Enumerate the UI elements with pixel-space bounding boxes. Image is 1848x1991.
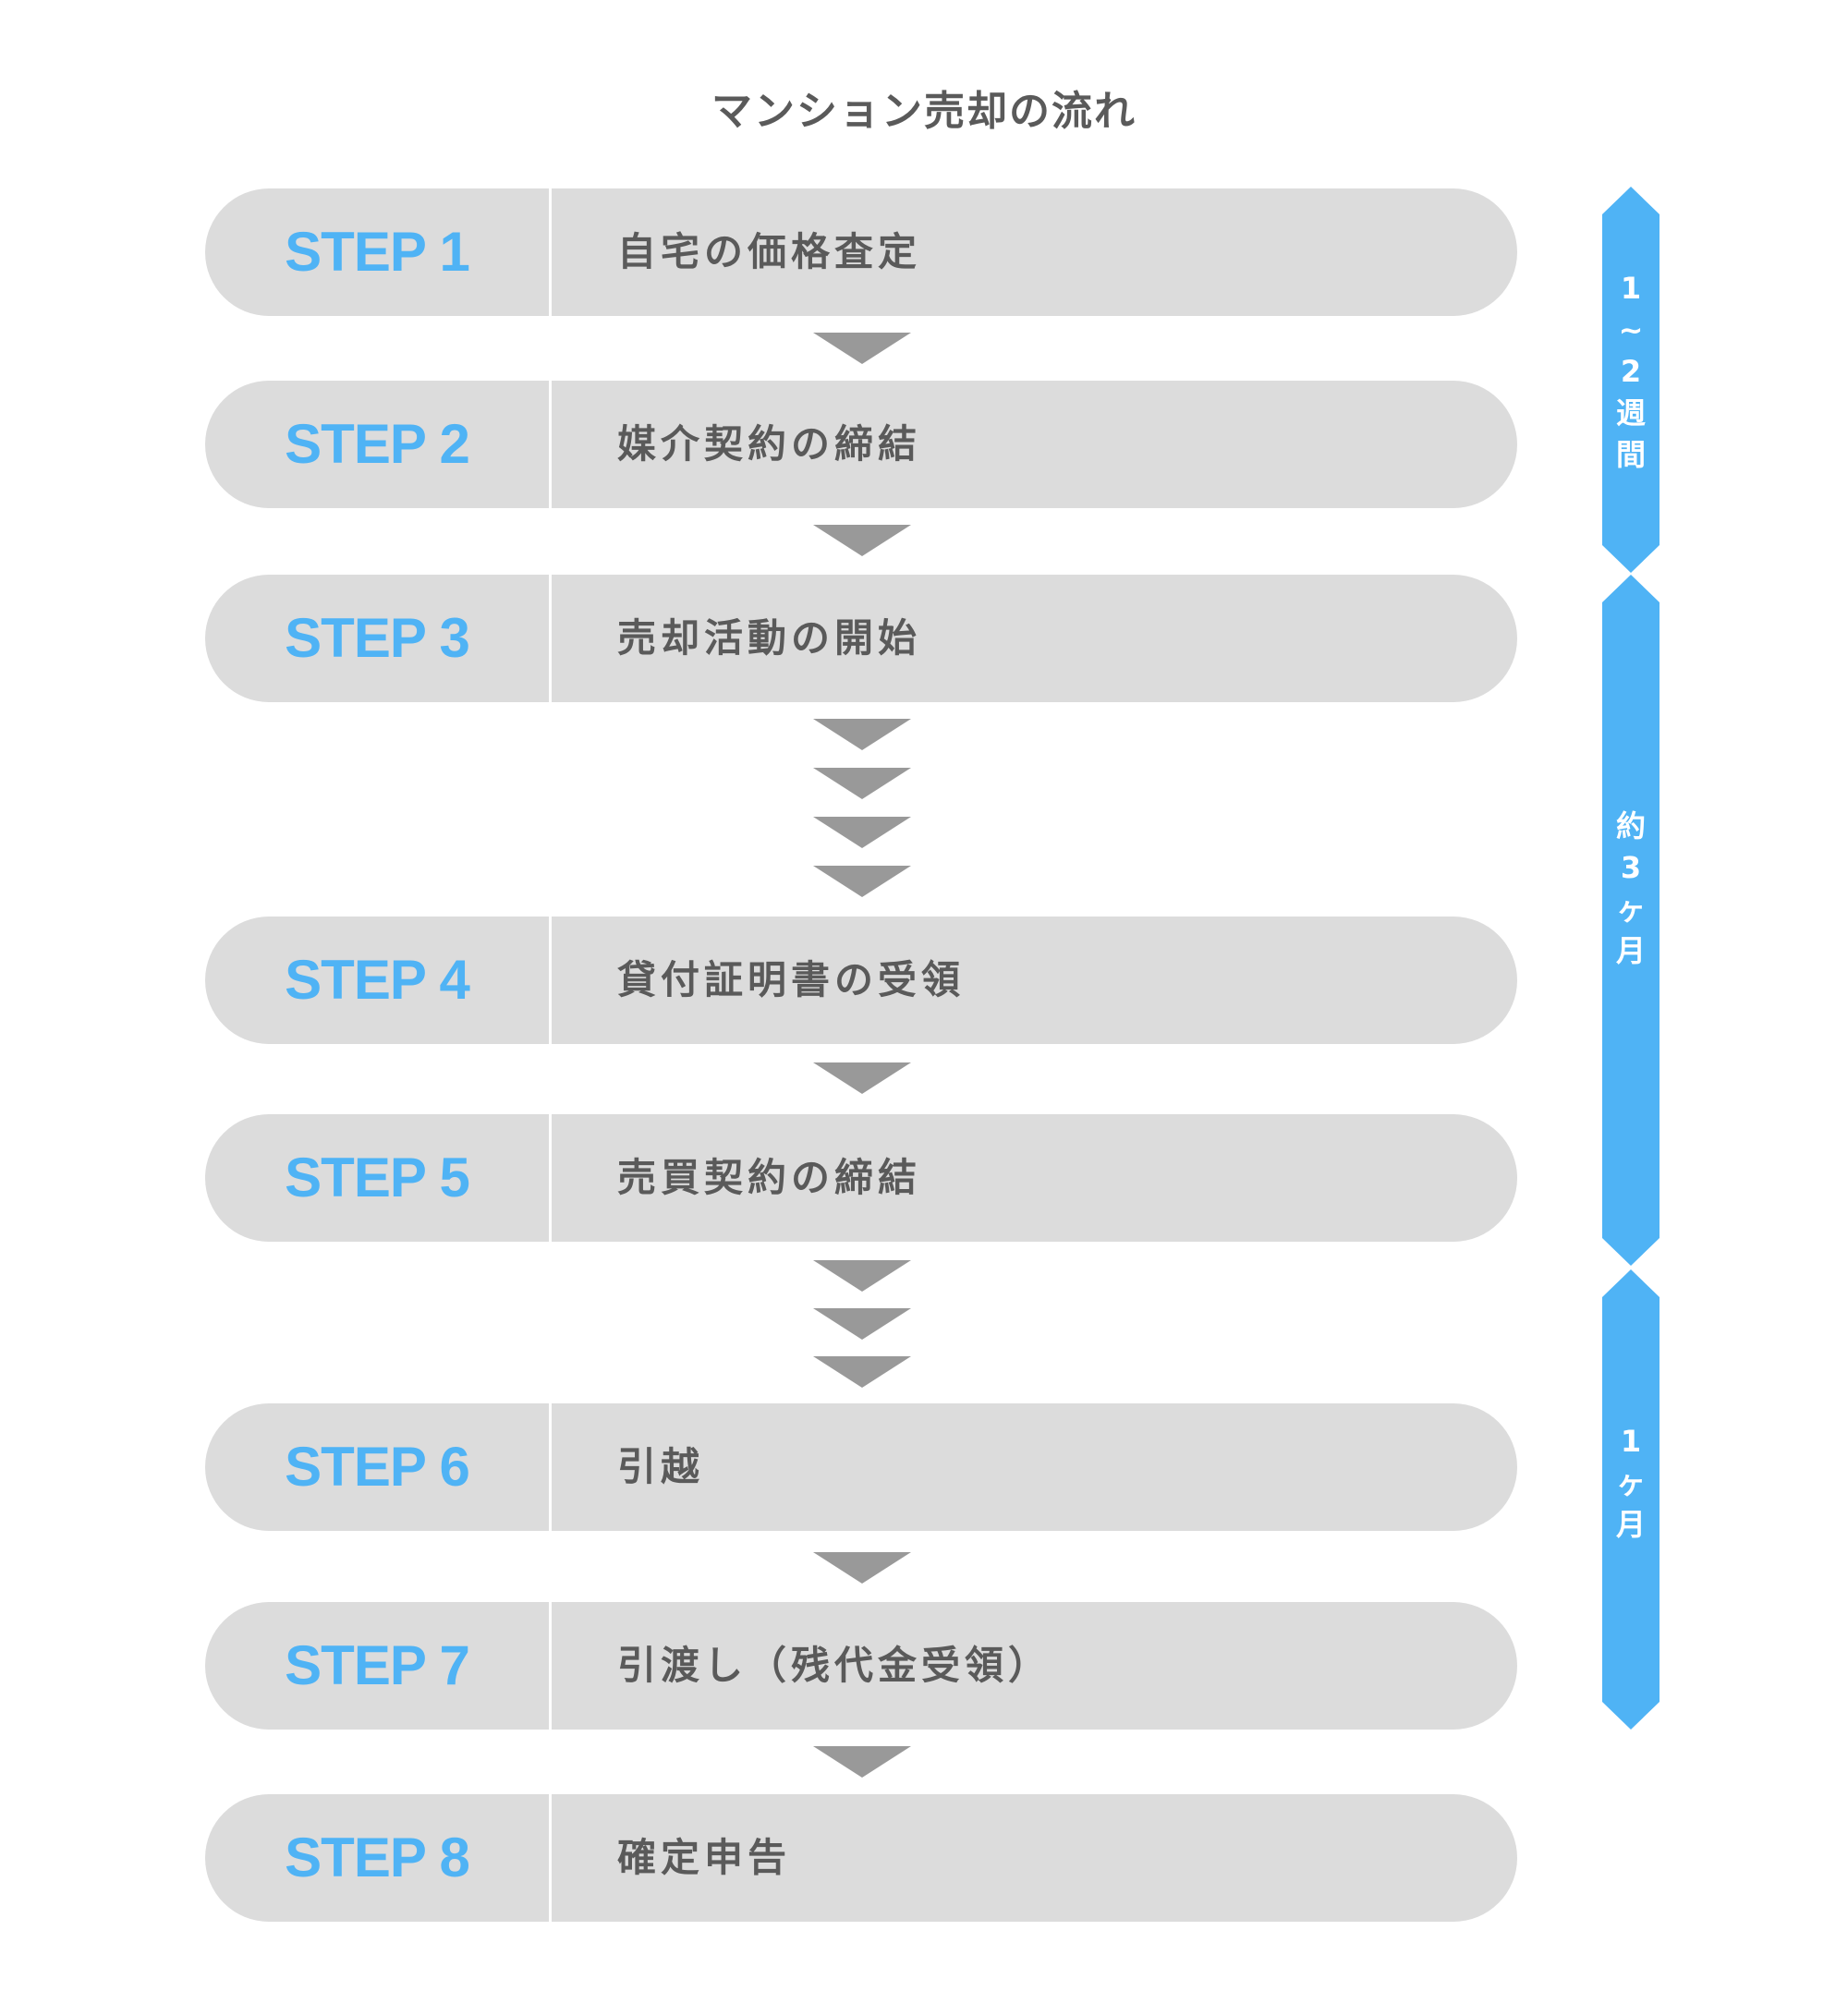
down-arrow-icon — [813, 1062, 911, 1094]
step-divider — [549, 1602, 552, 1730]
down-arrow-icon — [813, 1308, 911, 1340]
page-title: マンション売却の流れ — [711, 88, 1137, 135]
step-text: 確定申告 — [617, 1835, 792, 1880]
period-bar-3: 1 ヶ 月 — [1602, 1269, 1660, 1730]
step-4: STEP 4 貸付証明書の受領 — [205, 917, 1517, 1044]
period-arrow-shape — [1602, 575, 1660, 1266]
step-7: STEP 7 引渡し（残代金受領） — [205, 1602, 1517, 1730]
step-divider — [549, 1114, 552, 1242]
down-arrow-icon — [813, 525, 911, 556]
step-2: STEP 2 媒介契約の締結 — [205, 381, 1517, 508]
period-arrow-shape — [1602, 1269, 1660, 1730]
step-divider — [549, 575, 552, 702]
period-bar-2: 約 3 ヶ 月 — [1602, 575, 1660, 1266]
down-arrow-icon — [813, 1552, 911, 1584]
step-text: 引渡し（残代金受領） — [617, 1643, 1052, 1688]
step-text: 売却活動の開始 — [617, 615, 922, 661]
step-label: STEP 6 — [285, 1436, 470, 1498]
step-5: STEP 5 売買契約の締結 — [205, 1114, 1517, 1242]
step-label: STEP 8 — [285, 1827, 470, 1888]
down-arrow-icon — [813, 719, 911, 750]
period-label: 1 ヶ 月 — [1615, 1424, 1646, 1542]
step-text: 自宅の価格査定 — [617, 229, 922, 274]
step-3: STEP 3 売却活動の開始 — [205, 575, 1517, 702]
step-text: 売買契約の締結 — [617, 1155, 922, 1200]
period-arrow-shape — [1602, 187, 1660, 573]
step-text: 引越 — [617, 1444, 705, 1489]
down-arrow-icon — [813, 1746, 911, 1778]
step-divider — [549, 1794, 552, 1922]
down-arrow-icon — [813, 866, 911, 897]
step-divider — [549, 188, 552, 316]
step-label: STEP 1 — [285, 221, 470, 283]
down-arrow-icon — [813, 1356, 911, 1388]
step-label: STEP 3 — [285, 607, 470, 669]
step-8: STEP 8 確定申告 — [205, 1794, 1517, 1922]
step-divider — [549, 917, 552, 1044]
down-arrow-icon — [813, 817, 911, 848]
down-arrow-icon — [813, 333, 911, 364]
period-bar-1: 1 ~ 2 週 間 — [1602, 187, 1660, 573]
step-text: 媒介契約の締結 — [617, 421, 922, 467]
down-arrow-icon — [813, 1260, 911, 1292]
period-label: 1 ~ 2 週 間 — [1615, 271, 1646, 472]
step-1: STEP 1 自宅の価格査定 — [205, 188, 1517, 316]
step-divider — [549, 1403, 552, 1531]
step-label: STEP 7 — [285, 1634, 470, 1696]
step-text: 貸付証明書の受領 — [617, 957, 966, 1002]
period-label: 約 3 ヶ 月 — [1615, 808, 1646, 968]
step-divider — [549, 381, 552, 508]
step-6: STEP 6 引越 — [205, 1403, 1517, 1531]
down-arrow-icon — [813, 768, 911, 799]
step-label: STEP 5 — [285, 1147, 470, 1208]
step-label: STEP 4 — [285, 949, 470, 1011]
step-label: STEP 2 — [285, 413, 470, 475]
